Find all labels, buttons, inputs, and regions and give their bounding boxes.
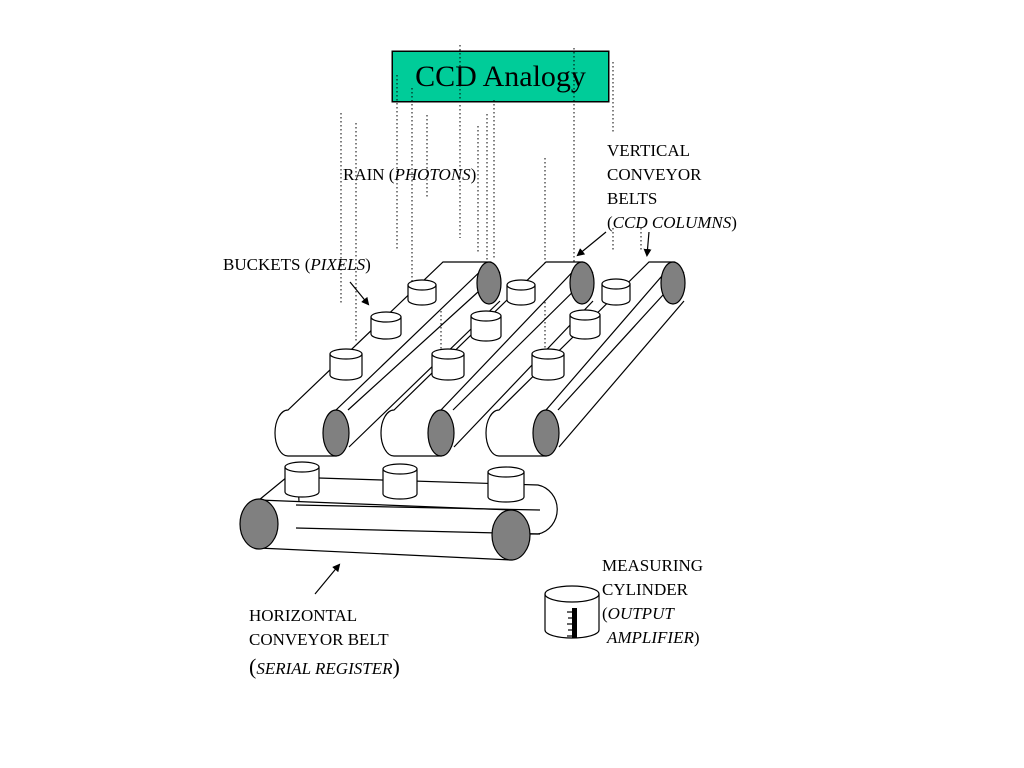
roller (532, 409, 560, 457)
roller (476, 261, 502, 305)
roller (491, 509, 531, 561)
bucket (407, 279, 437, 306)
buckets-label: BUCKETS (PIXELS) (223, 255, 371, 274)
horizontal-conveyor-belt (239, 476, 558, 561)
rain-label: RAIN (PHOTONS) (343, 165, 477, 184)
vertical-belt-arrow-1 (576, 231, 607, 257)
bucket (431, 348, 465, 381)
roller (569, 261, 595, 305)
title-background (391, 50, 610, 103)
bucket (470, 310, 502, 342)
vertical-conveyor-belt-1 (274, 261, 502, 457)
bucket (601, 278, 631, 306)
buckets (329, 278, 631, 381)
scale-bar (572, 608, 577, 638)
measuring-cylinder (544, 585, 600, 639)
vertical-conveyor-belt-2 (380, 261, 595, 457)
arrows (314, 231, 652, 595)
roller (239, 498, 279, 550)
diagram-title: CCD Analogy (392, 51, 609, 102)
bucket (569, 309, 601, 340)
roller (660, 261, 686, 305)
vertical-belts-label: VERTICAL CONVEYOR BELTS (CCD COLUMNS) (607, 141, 737, 232)
vertical-conveyor-belt-3 (485, 261, 686, 457)
bucket (382, 463, 418, 500)
serial-register-buckets (284, 461, 525, 503)
roller (322, 409, 350, 457)
horizontal-belt-label: HORIZONTAL CONVEYOR BELT (SERIAL REGISTE… (249, 606, 400, 679)
bucket (531, 348, 565, 381)
bucket (329, 348, 363, 381)
title-text: CCD Analogy (415, 59, 586, 93)
measuring-cylinder-label: MEASURING CYLINDER (OUTPUT AMPLIFIER) (602, 556, 704, 647)
vertical-belt-arrow-2 (643, 231, 652, 257)
bucket (284, 461, 320, 498)
horizontal-belt-arrow (314, 563, 341, 595)
bucket (506, 279, 536, 306)
bucket (487, 466, 525, 503)
buckets-arrow (349, 281, 370, 306)
bucket (370, 311, 402, 340)
roller (427, 409, 455, 457)
